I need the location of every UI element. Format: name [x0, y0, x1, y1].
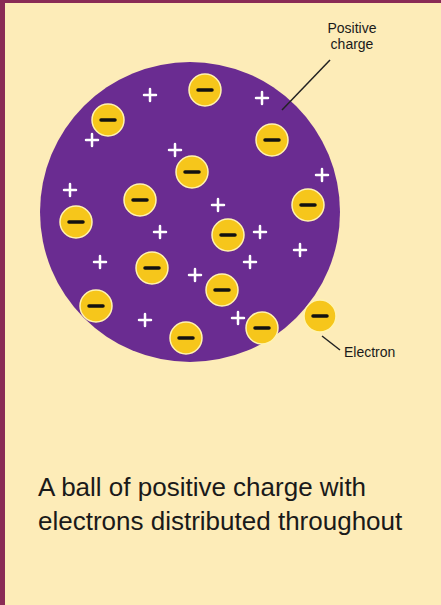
leader-line	[282, 60, 330, 110]
minus-sign	[145, 266, 159, 270]
plus-sign	[139, 314, 151, 326]
electron	[80, 290, 112, 322]
electron	[256, 124, 288, 156]
electron	[304, 300, 336, 332]
plus-sign	[244, 256, 256, 268]
electron-ball	[206, 274, 238, 306]
plus-sign	[212, 199, 224, 211]
electron	[292, 189, 324, 221]
plus-sign	[294, 244, 306, 256]
electrons	[60, 74, 336, 354]
minus-sign	[198, 88, 212, 92]
minus-sign	[101, 118, 115, 122]
plus-sign	[316, 169, 328, 181]
electron-ball	[80, 290, 112, 322]
minus-sign	[185, 170, 199, 174]
electron	[170, 322, 202, 354]
plus-sign	[189, 269, 201, 281]
plus-sign	[86, 134, 98, 146]
electron-ball	[136, 252, 168, 284]
electron	[60, 206, 92, 238]
plus-sign	[154, 226, 166, 238]
plus-sign	[256, 92, 268, 104]
minus-sign	[89, 304, 103, 308]
minus-sign	[221, 233, 235, 237]
plus-sign	[64, 184, 76, 196]
caption: A ball of positive charge with electrons…	[38, 470, 408, 538]
plus-sign	[232, 312, 244, 324]
leader-line	[322, 336, 340, 350]
electron	[92, 104, 124, 136]
minus-sign	[179, 336, 193, 340]
electron-ball	[60, 206, 92, 238]
electron-ball	[292, 189, 324, 221]
plus-sign	[169, 144, 181, 156]
electron	[212, 219, 244, 251]
electron-ball	[304, 300, 336, 332]
minus-sign	[265, 138, 279, 142]
region-label: Positive charge	[312, 20, 392, 52]
plus-signs	[64, 89, 328, 326]
minus-sign	[69, 220, 83, 224]
electron-ball	[246, 312, 278, 344]
minus-sign	[215, 288, 229, 292]
plus-sign	[254, 226, 266, 238]
minus-sign	[301, 203, 315, 207]
plus-sign	[94, 256, 106, 268]
electron-ball	[189, 74, 221, 106]
electron	[206, 274, 238, 306]
electron	[246, 312, 278, 344]
electron	[136, 252, 168, 284]
minus-sign	[133, 198, 147, 202]
electron	[124, 184, 156, 216]
positive-sphere	[40, 62, 340, 362]
electron-ball	[256, 124, 288, 156]
part-label: Electron	[344, 344, 424, 360]
electron-ball	[212, 219, 244, 251]
electron-ball	[92, 104, 124, 136]
electron-ball	[176, 156, 208, 188]
electron-ball	[124, 184, 156, 216]
electron	[189, 74, 221, 106]
electron-ball	[170, 322, 202, 354]
minus-sign	[313, 314, 327, 318]
minus-sign	[255, 326, 269, 330]
electron	[176, 156, 208, 188]
plus-sign	[144, 89, 156, 101]
